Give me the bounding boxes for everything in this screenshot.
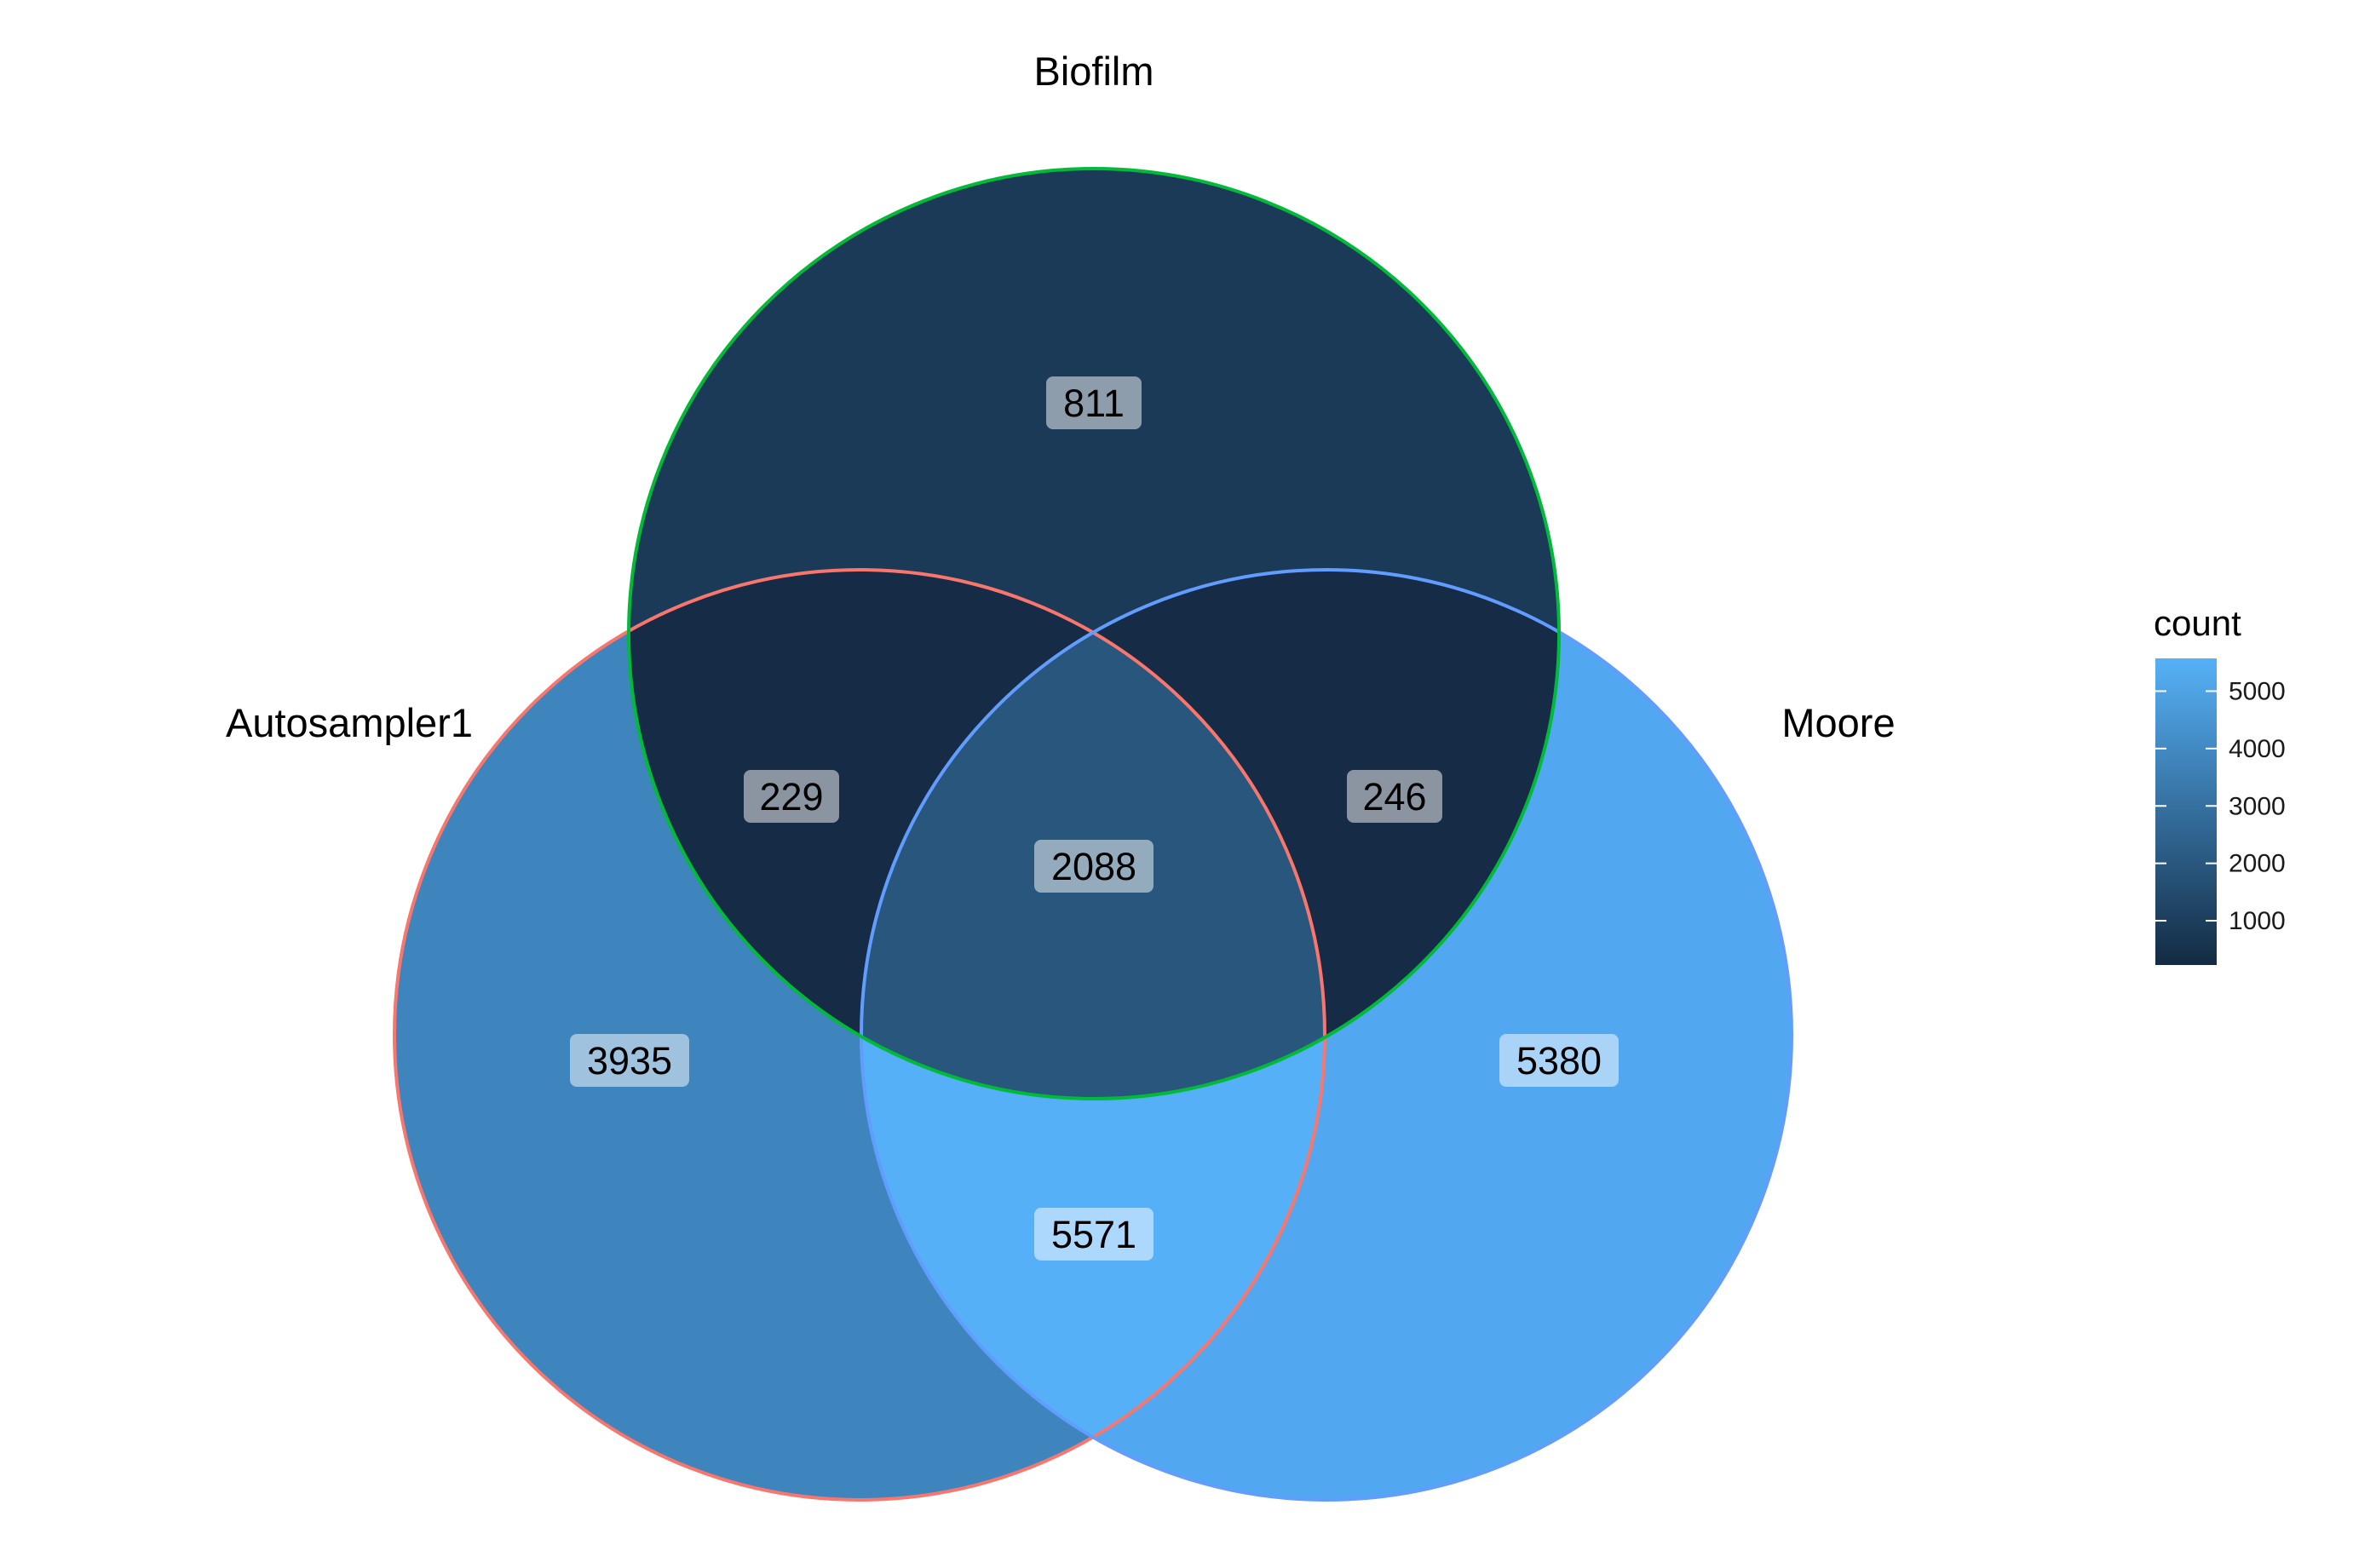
count-label: 811: [1063, 382, 1125, 425]
legend-colorbar: [2155, 658, 2217, 965]
color-legend: count 1000 2000 3000 4000 5000: [2154, 603, 2286, 965]
legend-tick-label: 2000: [2229, 850, 2286, 878]
region-label-all-three: 2088: [1034, 840, 1153, 893]
count-label: 3935: [587, 1039, 672, 1083]
set-label-autosampler1: Autosampler1: [226, 700, 473, 745]
legend-ticks: 1000 2000 3000 4000 5000: [2155, 677, 2286, 935]
region-label-autosampler1-biofilm: 229: [744, 770, 839, 823]
legend-tick-label: 1000: [2229, 907, 2286, 935]
region-label-autosampler1-only: 3935: [570, 1034, 689, 1087]
region-label-autosampler1-moore: 5571: [1034, 1208, 1153, 1261]
region-label-moore-only: 5380: [1499, 1034, 1619, 1087]
legend-tick-label: 3000: [2229, 792, 2286, 820]
count-label: 229: [759, 775, 823, 818]
count-label: 246: [1362, 775, 1426, 818]
count-label: 5380: [1516, 1039, 1602, 1083]
biofilm-circle-outline: [627, 167, 1561, 1100]
region-label-biofilm-only: 811: [1046, 376, 1142, 429]
autosampler1-circle-outline: [393, 568, 1326, 1502]
region-fills: [394, 169, 1792, 1500]
legend-title: count: [2154, 603, 2241, 643]
count-label: 2088: [1051, 845, 1136, 888]
set-label-biofilm: Biofilm: [1033, 49, 1153, 94]
count-label: 5571: [1051, 1213, 1136, 1256]
legend-tick-label: 4000: [2229, 735, 2286, 763]
region-label-biofilm-moore: 246: [1347, 770, 1442, 823]
set-label-moore: Moore: [1781, 700, 1895, 745]
legend-tick-label: 5000: [2229, 677, 2286, 705]
